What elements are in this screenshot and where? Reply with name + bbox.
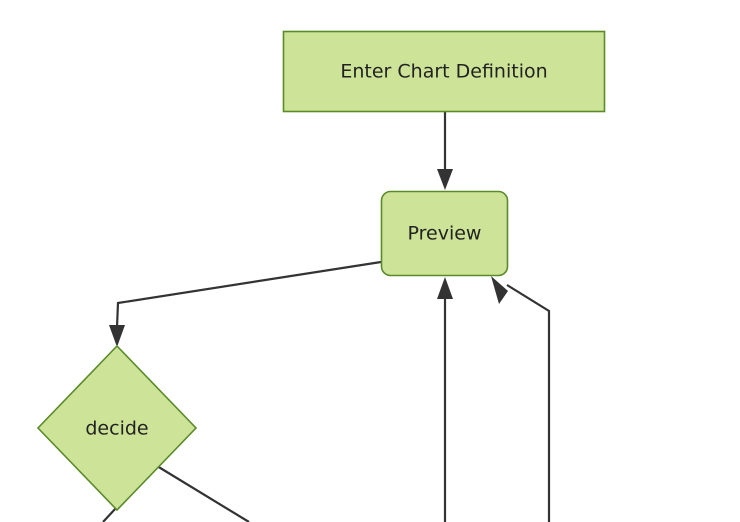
- node-enter-chart-definition-shape: [282, 30, 606, 113]
- arrow-head-down-into-preview: [437, 169, 453, 190]
- node-preview-shape: [380, 190, 509, 277]
- node-preview-label: Preview: [408, 223, 482, 245]
- edge-decide-bottom-out[interactable]: [102, 507, 117, 522]
- edge-bottom-right-to-preview[interactable]: [491, 276, 551, 522]
- arrow-head-down-into-decide: [109, 325, 125, 347]
- node-decide[interactable]: decide: [36, 344, 198, 512]
- edge-decide-right-out[interactable]: [156, 465, 250, 522]
- node-enter-chart-definition[interactable]: Enter Chart Definition: [282, 30, 606, 113]
- edge-enter-to-preview[interactable]: [437, 112, 453, 190]
- edge-bottom-right-to-preview-line: [506, 284, 551, 522]
- edge-decide-bottom-out-line: [102, 507, 117, 522]
- node-preview[interactable]: Preview: [380, 190, 509, 277]
- node-decide-label: decide: [85, 418, 148, 440]
- edge-preview-to-decide-line: [115, 260, 382, 328]
- arrow-head-up-into-preview-right: [491, 276, 508, 304]
- arrow-head-up-into-preview-center: [437, 277, 453, 299]
- edge-preview-to-decide[interactable]: [109, 260, 382, 347]
- node-decide-shape: [36, 344, 198, 512]
- edge-bottom-center-to-preview[interactable]: [437, 277, 453, 522]
- edge-decide-right-out-line: [156, 465, 250, 522]
- node-enter-chart-definition-label: Enter Chart Definition: [340, 61, 547, 83]
